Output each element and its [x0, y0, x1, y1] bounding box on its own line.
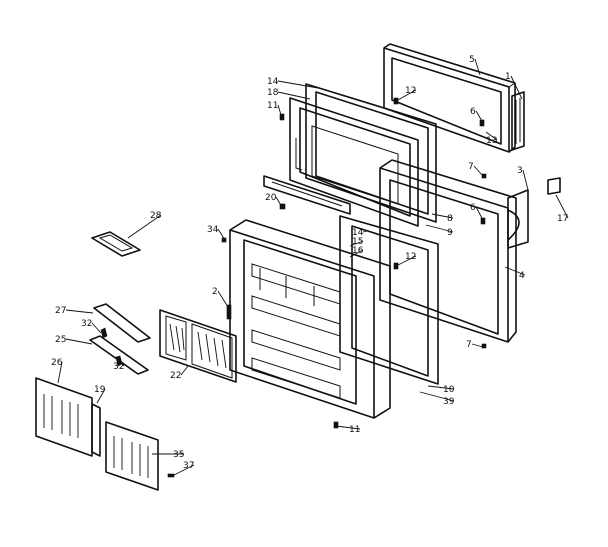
callout-label-c18a: 18: [267, 88, 279, 98]
callout-label-c7b: 7: [466, 340, 472, 350]
callout-label-c26: 26: [51, 358, 63, 368]
callout-label-c14b: 14: [352, 228, 364, 238]
leader-line-c27: [65, 309, 94, 314]
butter-dish: [91, 231, 141, 257]
callout-label-c13: 13: [486, 136, 497, 146]
callout-leaders: [57, 58, 569, 477]
leader-line-c11a: [277, 104, 283, 119]
leader-line-c7b: [471, 343, 484, 348]
leader-line-c26: [57, 361, 63, 384]
callout-label-c12a: 12: [405, 86, 416, 96]
leader-line-c9: [425, 224, 454, 233]
leader-line-c18a: [277, 91, 311, 100]
callout-label-c1: 1: [505, 72, 511, 82]
hinge-trim-bar: [263, 175, 351, 215]
leader-line-c32b: [117, 359, 125, 367]
callout-label-c22: 22: [170, 371, 181, 381]
leader-line-c8: [431, 213, 454, 219]
freezer-door-outer: [383, 43, 516, 153]
leader-line-c6a: [475, 110, 483, 122]
leader-line-c25: [65, 338, 93, 345]
callout-label-c4: 4: [519, 271, 525, 281]
callout-label-c32b: 32: [113, 362, 124, 372]
callout-label-c11b: 11: [349, 425, 360, 435]
callout-label-c10: 10: [443, 385, 455, 395]
leader-line-c14a: [277, 80, 319, 89]
callout-label-c34: 34: [207, 225, 219, 235]
callout-label-c16: 16: [352, 246, 364, 256]
leader-line-c16: [349, 249, 364, 258]
leader-line-c14b: [362, 230, 368, 233]
leader-line-c10: [427, 385, 455, 390]
callout-label-c39: 39: [443, 397, 455, 407]
callout-label-c20: 20: [265, 193, 277, 203]
leader-line-c2: [217, 290, 229, 308]
callout-label-c8: 8: [447, 214, 453, 224]
leader-line-c7a: [473, 165, 484, 177]
leader-line-c37: [171, 464, 195, 477]
leader-line-c4: [504, 266, 526, 276]
callout-label-c17: 17: [557, 214, 568, 224]
door-handle-upper: [511, 91, 525, 151]
leader-line-c19: [96, 388, 106, 404]
callout-label-c14a: 14: [267, 77, 279, 87]
screw-32a: [100, 327, 108, 339]
leader-line-c1: [510, 75, 523, 100]
callout-label-c5: 5: [469, 55, 475, 65]
fresh-food-door-outer: [379, 159, 517, 343]
trim-plate: [547, 177, 561, 195]
callout-label-c12b: 12: [405, 252, 416, 262]
leader-line-c39: [419, 391, 455, 402]
callout-label-c37: 37: [183, 461, 194, 471]
callout-label-c19: 19: [94, 385, 106, 395]
fresh-food-gasket: [339, 215, 439, 385]
callout-label-c25: 25: [55, 335, 66, 345]
callout-label-c32a: 32: [81, 319, 92, 329]
door-bin-left: [35, 377, 93, 457]
leader-line-c11b: [335, 425, 361, 430]
callout-label-c3: 3: [517, 166, 523, 176]
leader-line-c34: [217, 228, 226, 241]
leader-line-c22: [180, 365, 189, 376]
shelf-retainer-bar: [93, 303, 151, 343]
callout-label-c35: 35: [173, 450, 184, 460]
callout-label-c6b: 6: [470, 203, 476, 213]
bin-divider: [91, 403, 101, 457]
shelf-retainer-lower: [89, 335, 149, 375]
fresh-food-door-liner: [229, 219, 391, 419]
leader-line-c5: [474, 58, 481, 76]
callout-label-c9: 9: [447, 228, 453, 238]
callout-label-c11a: 11: [267, 101, 278, 111]
leader-line-c15: [349, 240, 364, 247]
callout-label-c27: 27: [55, 306, 66, 316]
leader-line-c32a: [91, 322, 102, 334]
leader-line-c6b: [475, 206, 484, 221]
callout-label-c2: 2: [212, 287, 218, 297]
dairy-compartment-door: [159, 309, 237, 383]
callout-label-c7a: 7: [468, 162, 474, 172]
freezer-door-gasket: [305, 83, 437, 223]
leader-line-c28: [127, 214, 162, 239]
leader-line-c17: [555, 194, 569, 219]
leader-line-c3: [522, 169, 529, 191]
door-bin-right: [105, 421, 159, 491]
callout-label-c28: 28: [150, 211, 162, 221]
leader-line-c12a: [395, 89, 417, 102]
leader-line-c13: [485, 131, 498, 141]
leader-line-c20: [275, 196, 283, 208]
leader-line-c12b: [395, 255, 417, 267]
hardware-fasteners: [221, 97, 487, 429]
hinge-pin: [226, 304, 232, 320]
door-handle-lower: [507, 189, 529, 249]
callout-label-c6a: 6: [470, 107, 476, 117]
freezer-door-liner: [289, 97, 419, 227]
callout-label-c15: 15: [352, 237, 363, 247]
